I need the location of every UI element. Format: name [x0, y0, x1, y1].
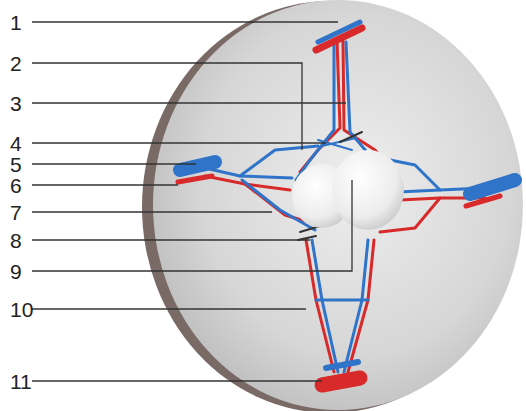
leader-lines — [32, 22, 352, 381]
callout-number: 4 — [10, 133, 22, 154]
vessels — [205, 40, 485, 372]
disc-face — [153, 0, 523, 410]
callout-number: 7 — [10, 202, 22, 223]
vessel-tubes — [178, 22, 515, 385]
callout-number: 8 — [10, 230, 22, 251]
callout-number: 9 — [10, 261, 22, 282]
sphere — [332, 150, 404, 230]
callout-number: 3 — [10, 93, 22, 114]
callout-number: 10 — [10, 299, 33, 320]
callout-number: 2 — [10, 53, 22, 74]
callout-number: 11 — [10, 371, 32, 392]
callout-number: 6 — [10, 175, 22, 196]
callout-number: 1 — [10, 12, 22, 33]
callout-number: 5 — [10, 154, 22, 175]
